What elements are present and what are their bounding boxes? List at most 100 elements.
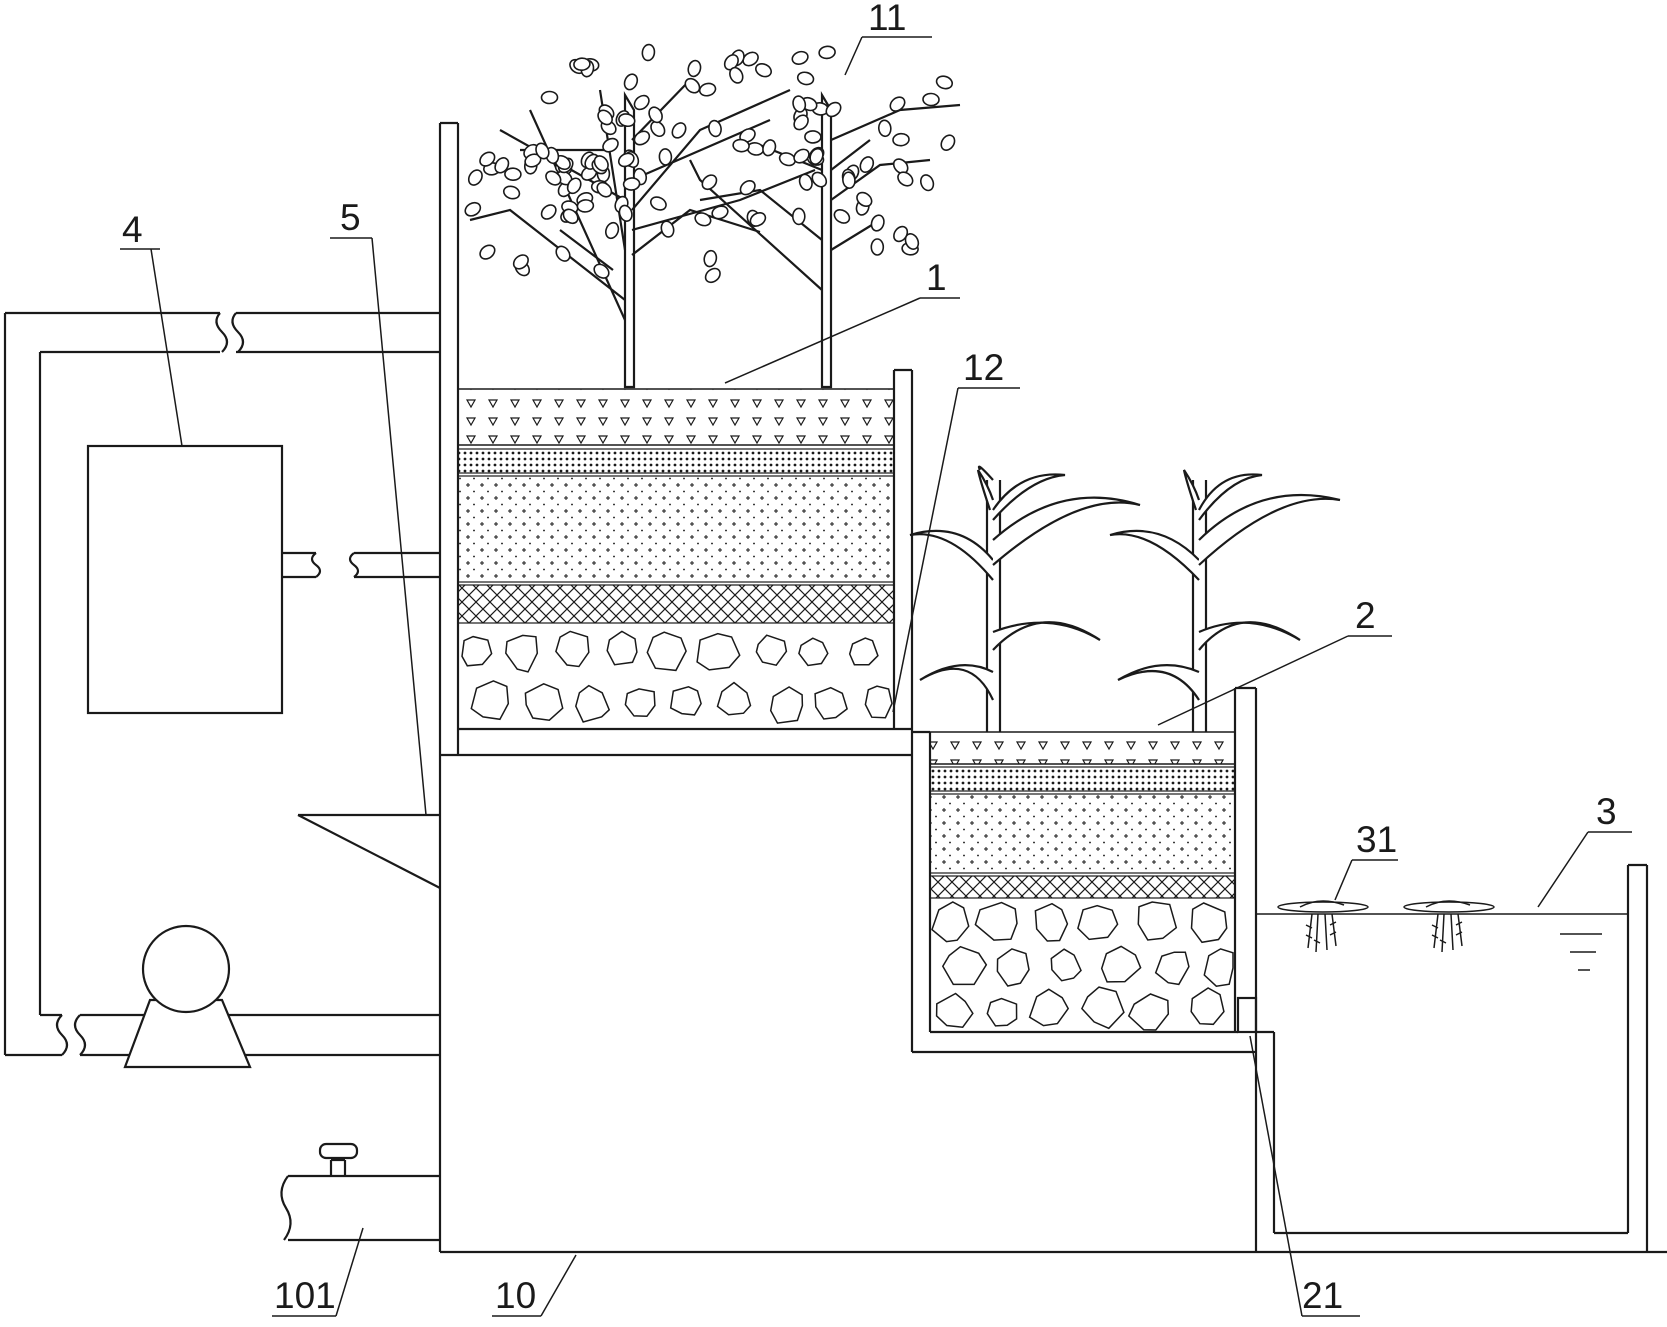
leaf [739,180,756,196]
label-21: 21 [1302,1275,1343,1316]
label-10: 10 [495,1275,536,1316]
gravel-stone [524,682,564,721]
leaf [920,174,935,192]
leaf [870,214,885,232]
planting-bed-1 [457,368,914,732]
leaf [940,134,956,151]
leaf [641,43,656,62]
leaf [935,75,954,90]
leaf [618,204,633,222]
leaf [535,142,550,160]
leaf [703,249,718,268]
leaf [464,201,482,217]
leaf [825,101,842,118]
leaf [648,106,663,124]
leaf [649,196,667,211]
leaf [904,233,920,250]
bed1-layer-sand [457,475,895,583]
dosing-device-4 [86,444,440,715]
leaf [791,50,809,65]
leaf [833,208,851,224]
gravel-stone [1028,988,1070,1027]
inlet-funnel-5 [297,813,441,889]
leaf [698,82,717,97]
reed-plant-icon [909,465,1141,732]
gravel-stone [555,630,590,668]
return-pipe [3,311,440,1057]
label-3: 3 [1596,791,1617,832]
leaf [811,171,828,188]
leaf [593,263,610,279]
leaf [566,177,582,195]
leaf [479,151,496,167]
leaf [602,137,619,153]
label-12: 12 [963,347,1004,388]
label-5: 5 [340,197,361,238]
gravel-stone [931,901,970,943]
gravel-stone [941,945,988,986]
gravel-stone [798,637,829,667]
leaf [870,238,885,256]
bed1-layer-triangles [458,389,894,445]
leaf [684,77,701,94]
leaf [540,204,557,220]
gravel-stone [716,681,752,716]
gravel-stone [814,686,848,720]
leaf [798,173,813,191]
label-101: 101 [274,1275,336,1316]
leaf [660,220,675,238]
gravel-stone [1127,993,1170,1031]
water-level-icon [1560,933,1602,971]
leaf [809,147,824,165]
gravel-stone [1137,901,1178,941]
leaf [732,138,750,153]
label-4: 4 [122,209,143,250]
leaf [467,169,483,186]
leaf [711,205,729,220]
leaf [633,130,651,146]
gravel-stone [669,686,702,716]
gravel-stone [461,635,493,667]
gravel-stone [755,634,788,667]
gravel-stone [1050,948,1082,982]
gravel-stone [1190,987,1225,1026]
leaf [755,62,772,78]
bed2-layer-mesh [929,875,1236,899]
pond-3 [1256,863,1649,1252]
pump [123,924,252,1069]
bed2-layer-triangles [930,732,1235,764]
label-11: 11 [868,0,906,38]
leaf [877,119,892,138]
leaf [555,245,571,262]
drain-pipe-101 [280,1142,440,1242]
leaf [687,59,702,78]
leaf [889,96,906,112]
leaf [723,54,739,71]
gravel-stone [1081,986,1125,1030]
leaf [778,152,796,167]
leaf [596,181,613,198]
tree-icon [469,79,816,389]
label-31: 31 [1356,819,1397,860]
leaf [622,177,641,191]
leaf [593,155,609,172]
bed2-layer-dense [929,766,1236,792]
bed1-layer-dense [457,448,895,474]
planting-bed-2 [912,686,1258,1052]
leaf [494,157,510,174]
leader-lines [120,36,1632,1317]
gravel-stone [769,686,804,724]
leaf [793,114,809,131]
leaf [922,92,940,107]
leaf [597,109,613,126]
leaf [650,120,666,138]
leaf [694,212,712,227]
gravel-stone [696,632,741,671]
leaf [540,90,559,105]
leaf [633,94,650,111]
gravel-stone [848,637,879,666]
gravel-stone [1203,948,1234,987]
reed-plant-icon [1109,469,1341,732]
leaf [818,45,836,60]
leaf [658,148,673,166]
